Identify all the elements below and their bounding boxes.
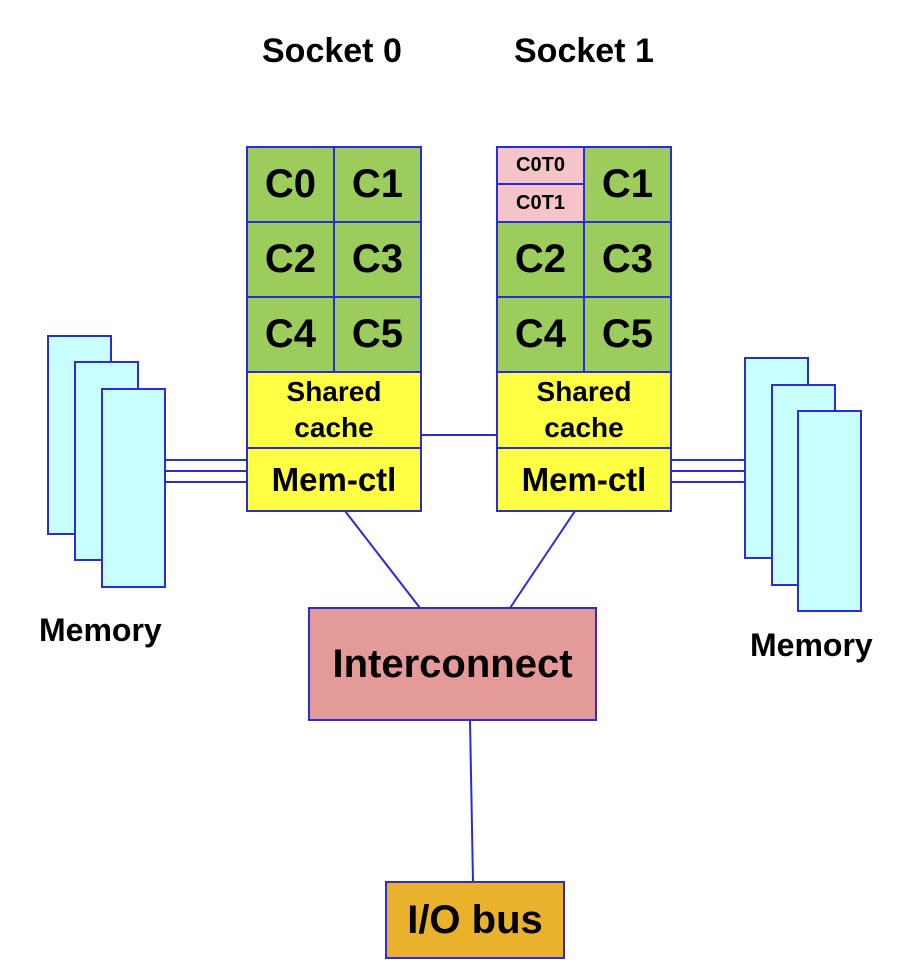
socket1-title: Socket 1 <box>514 32 654 70</box>
socket0-shared-cache: Shared cache <box>246 371 422 449</box>
socket1-thread-c0t0: C0T0 <box>496 146 585 185</box>
socket1-thread-c0t1: C0T1 <box>496 183 585 223</box>
socket0-cache-line-2: cache <box>294 412 374 443</box>
socket1-core-c3: C3 <box>583 221 672 298</box>
socket1-core-c5: C5 <box>583 296 672 373</box>
socket0-core-c3: C3 <box>333 221 422 298</box>
socket0-core-c0: C0 <box>246 146 335 223</box>
socket1-core-c2: C2 <box>496 221 585 298</box>
socket1-cache-line-1: Shared <box>536 376 632 407</box>
socket0-interconnect-line <box>344 510 421 609</box>
memory-right-label: Memory <box>750 627 873 663</box>
socket0-core-c2: C2 <box>246 221 335 298</box>
memory-right-dimm-3 <box>797 410 862 612</box>
socket0-core-c4: C4 <box>246 296 335 373</box>
socket1-shared-cache: Shared cache <box>496 371 672 449</box>
socket0-core-c1: C1 <box>333 146 422 223</box>
socket1-core-c1: C1 <box>583 146 672 223</box>
interconnect-io-line <box>469 719 474 883</box>
socket0-mem-ctl: Mem-ctl <box>246 447 422 512</box>
interconnect-box: Interconnect <box>308 607 597 721</box>
memory-left-dimm-3 <box>101 388 166 588</box>
socket0-cache-line-1: Shared <box>286 376 382 407</box>
socket1-cache-line-2: cache <box>544 412 624 443</box>
socket1-mem-ctl: Mem-ctl <box>496 447 672 512</box>
io-bus-box: I/O bus <box>385 881 565 959</box>
socket0-core-c5: C5 <box>333 296 422 373</box>
socket1-core-c4: C4 <box>496 296 585 373</box>
memory-left-label: Memory <box>39 612 162 648</box>
socket0-title: Socket 0 <box>262 32 402 70</box>
socket1-interconnect-line <box>509 510 576 609</box>
